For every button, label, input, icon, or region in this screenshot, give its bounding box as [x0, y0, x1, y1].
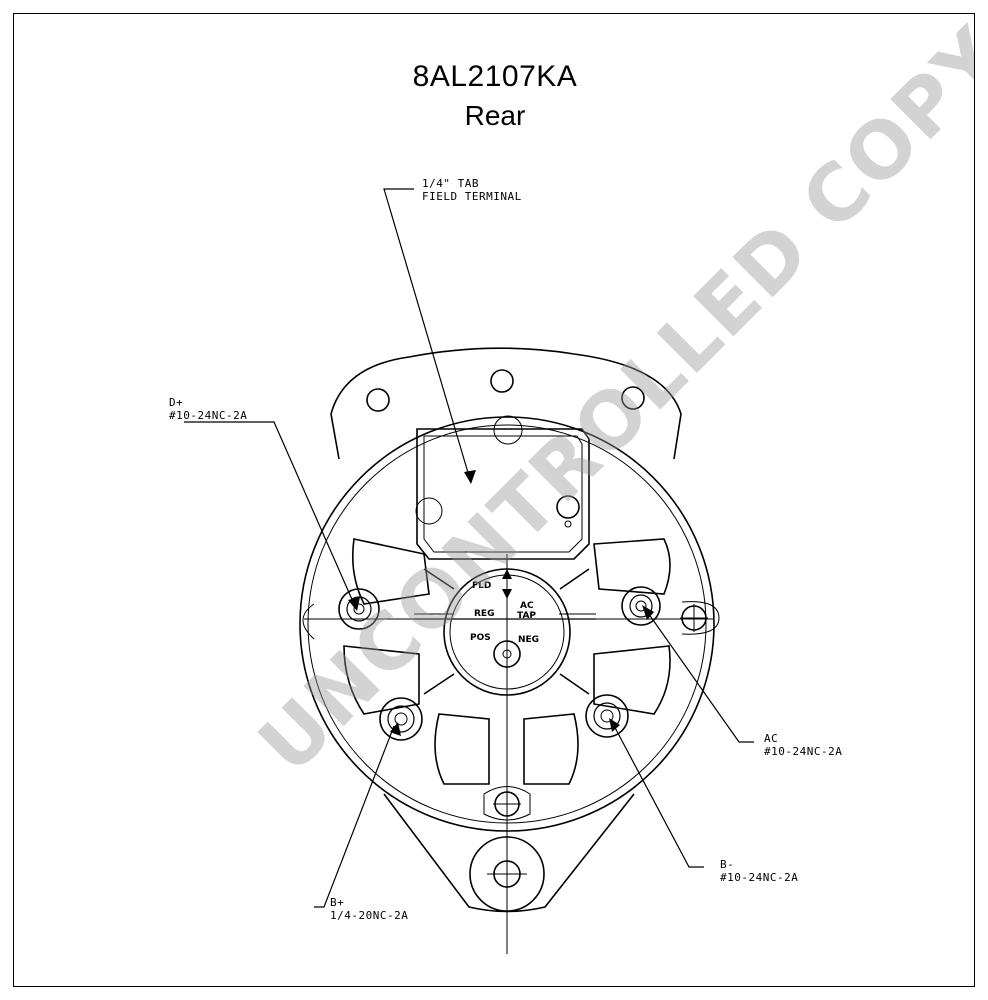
label-ac: AC [520, 601, 534, 611]
callout-ac: AC#10-24NC-2A [764, 732, 842, 758]
callout-b-plus: B+1/4-20NC-2A [330, 896, 408, 922]
top-mounting-ear [330, 347, 682, 460]
vent-opening [434, 713, 490, 785]
ear-hole-center [490, 369, 514, 393]
vent-opening [351, 538, 430, 605]
callout-b-plus-line1: B+ [330, 896, 345, 909]
vent-opening [523, 713, 579, 785]
label-tap: TAP [517, 611, 536, 621]
d-plus-terminal [338, 588, 380, 630]
vent-opening [593, 645, 671, 715]
callout-field-terminal-line1: 1/4" TAB [422, 177, 479, 190]
leader-d-plus [184, 421, 355, 605]
leader-b-minus [611, 721, 704, 868]
label-neg: NEG [518, 635, 539, 645]
regulator-screw [556, 495, 580, 519]
leader-b-plus [314, 725, 395, 908]
callout-d-plus-line2: #10-24NC-2A [169, 409, 248, 422]
leader-ac [645, 609, 754, 743]
callout-b-minus-line2: #10-24NC-2A [720, 871, 799, 884]
regulator-box [416, 428, 590, 560]
b-plus-terminal [379, 697, 423, 741]
callout-field-terminal-line2: FIELD TERMINAL [422, 190, 522, 203]
b-minus-terminal [585, 694, 629, 738]
leader-field-terminal [383, 188, 470, 477]
callout-b-minus-line1: B- [720, 858, 735, 871]
label-pos: POS [470, 633, 491, 643]
callout-b-plus-line2: 1/4-20NC-2A [330, 909, 409, 922]
vent-opening [593, 538, 671, 595]
callout-ac-line2: #10-24NC-2A [764, 745, 843, 758]
bottom-mounting-ear [383, 793, 635, 913]
drawing-frame: 8AL2107KA Rear [13, 13, 975, 987]
ear-hole-left [366, 388, 390, 412]
model-number-title: 8AL2107KA [412, 60, 578, 93]
ear-hole-right [621, 386, 645, 410]
label-fld: FLD [472, 581, 491, 591]
vent-opening [343, 645, 420, 715]
ac-terminal [621, 586, 661, 626]
callout-ac-line1: AC [764, 732, 779, 745]
view-subtitle: Rear [464, 100, 526, 131]
callout-b-minus: B-#10-24NC-2A [720, 858, 798, 884]
alternator-rear-diagram: FLD REG AC TAP POS NEG [184, 188, 754, 954]
callout-d-plus: D+#10-24NC-2A [169, 396, 247, 422]
callout-d-plus-line1: D+ [169, 396, 184, 409]
label-reg: REG [474, 609, 494, 619]
